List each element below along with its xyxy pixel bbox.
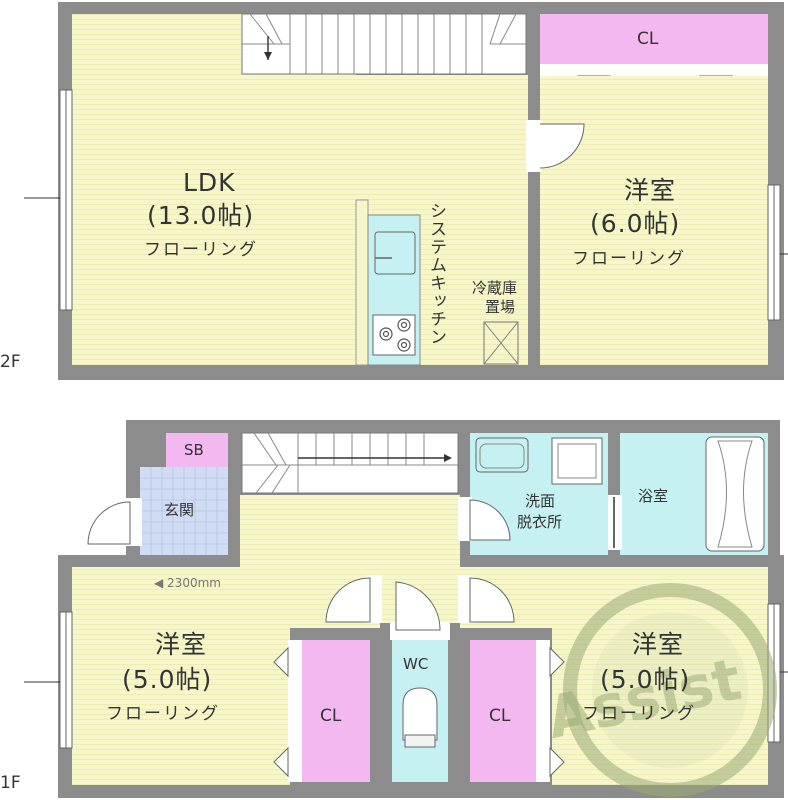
ldk-size: (13.0帖) bbox=[147, 201, 255, 230]
floor-label-1f: 1F bbox=[0, 773, 21, 793]
bath-floor bbox=[620, 433, 700, 555]
bedroom-1f-left-size: (5.0帖) bbox=[122, 665, 213, 694]
washing-machine-space bbox=[551, 437, 603, 485]
toilet-door bbox=[395, 581, 441, 631]
bedroom-1f-right-size: (5.0帖) bbox=[600, 665, 691, 694]
dimension-label: ◀ 2300mm bbox=[154, 576, 221, 590]
bedroom-1f-right-floor-type: フローリング bbox=[582, 704, 696, 724]
entrance-label: 玄関 bbox=[164, 501, 195, 519]
bedroom-1f-left-floor-type: フローリング bbox=[106, 704, 220, 724]
toilet-icon bbox=[402, 687, 438, 741]
ldk-floor-type: フローリング bbox=[144, 240, 258, 260]
bedroom-2f-size: (6.0帖) bbox=[590, 209, 681, 238]
closet-1f-left-label: CL bbox=[320, 706, 342, 726]
fridge-label-line2: 置場 bbox=[485, 298, 516, 316]
toilet-label: WC bbox=[403, 655, 429, 673]
closet-2f bbox=[540, 14, 768, 64]
fridge-space bbox=[483, 321, 519, 365]
bedroom-1f-right-door bbox=[469, 577, 515, 623]
door-2f bbox=[539, 123, 585, 169]
bedroom-1f-left-door bbox=[325, 577, 371, 623]
closet-1f-left bbox=[302, 640, 370, 782]
washroom-label-line2: 脱衣所 bbox=[517, 513, 563, 531]
upper-floor bbox=[24, 2, 788, 380]
closet-1f-right-label: CL bbox=[489, 706, 511, 726]
bedroom-1f-left-name: 洋室 bbox=[155, 630, 208, 659]
kitchen-label: システムキッチン bbox=[426, 202, 446, 346]
washroom-label-line1: 洗面 bbox=[525, 492, 556, 510]
bath-label: 浴室 bbox=[638, 487, 669, 505]
closet-1f-right bbox=[470, 640, 536, 782]
entrance-door bbox=[87, 501, 131, 545]
washroom-door bbox=[469, 499, 511, 541]
floor-label-2f: 2F bbox=[0, 352, 21, 372]
fridge-label-line1: 冷蔵庫 bbox=[472, 279, 518, 297]
bedroom-2f-name: 洋室 bbox=[624, 176, 677, 205]
watermark-logo bbox=[563, 583, 777, 797]
kitchen-sink bbox=[374, 231, 416, 275]
shoe-box bbox=[166, 433, 228, 467]
shoe-box-label: SB bbox=[184, 441, 204, 459]
closet-2f-label: CL bbox=[637, 29, 659, 49]
washbasin bbox=[475, 437, 529, 473]
bedroom-2f-floor-type: フローリング bbox=[572, 249, 686, 269]
bedroom-1f-right-name: 洋室 bbox=[632, 630, 685, 659]
ldk-name: LDK bbox=[183, 168, 236, 197]
burner-icon bbox=[379, 318, 411, 352]
